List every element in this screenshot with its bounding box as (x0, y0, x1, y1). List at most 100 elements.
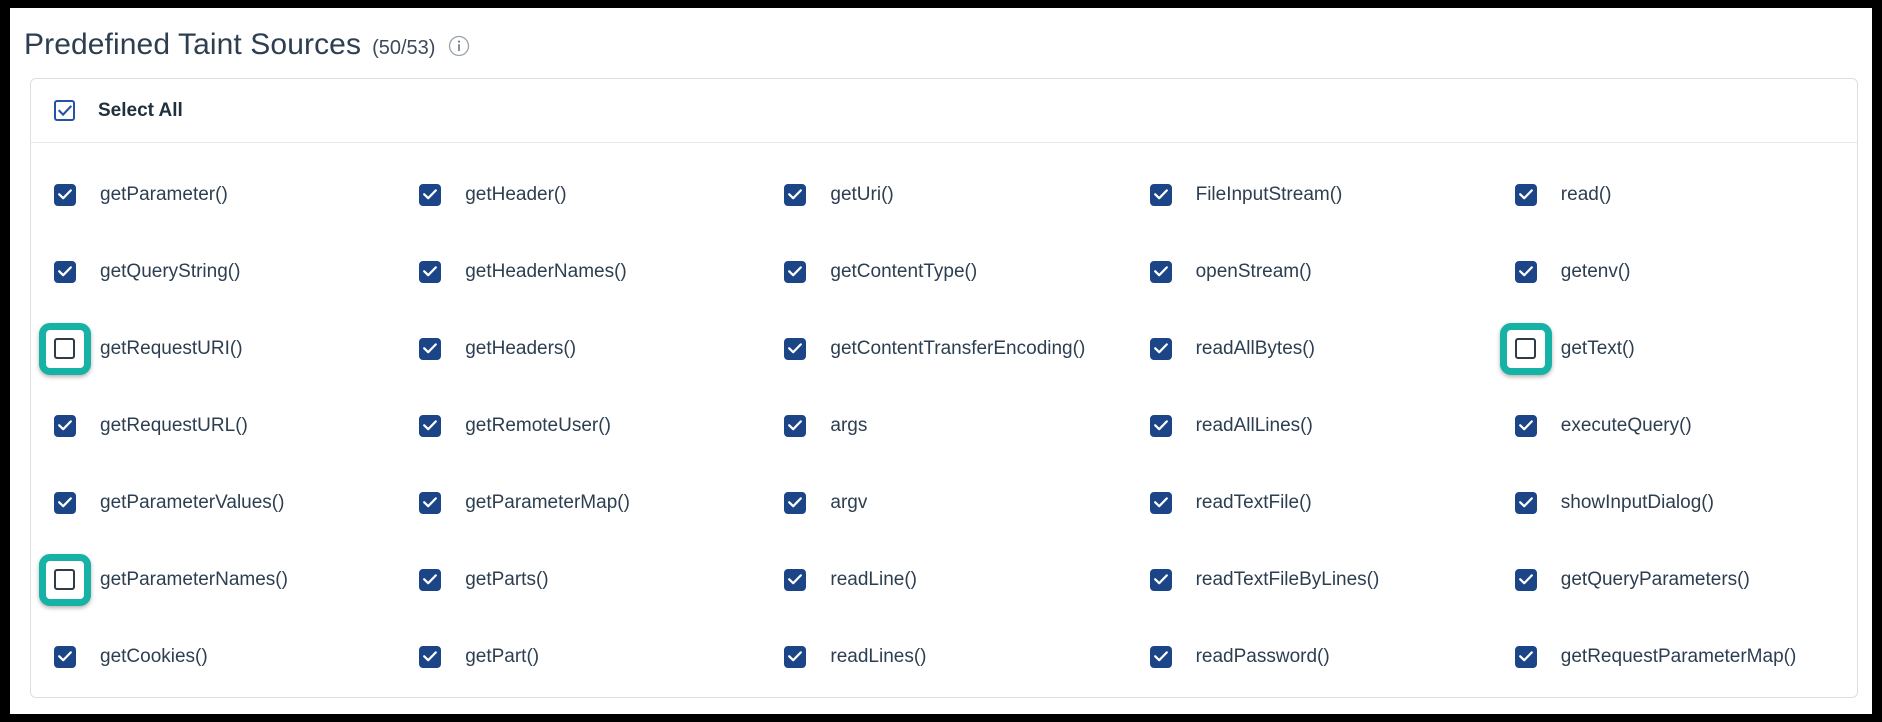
checkbox-checked[interactable] (784, 414, 807, 437)
checkbox-checked[interactable] (1514, 260, 1537, 283)
checkbox-checked[interactable] (419, 183, 442, 206)
checkbox-box (1149, 260, 1172, 283)
select-all-checkbox[interactable] (54, 100, 75, 121)
taint-source-item[interactable]: argv (761, 464, 1126, 541)
taint-source-item[interactable]: read() (1492, 156, 1857, 233)
taint-source-label: openStream() (1195, 260, 1312, 282)
taint-source-item[interactable]: getParts() (396, 541, 761, 618)
taint-source-item[interactable]: getUri() (761, 156, 1126, 233)
taint-source-item[interactable]: getParameterValues() (31, 464, 396, 541)
taint-source-item[interactable]: getRequestURL() (31, 387, 396, 464)
taint-source-item[interactable]: getPart() (396, 618, 761, 695)
taint-source-item[interactable]: FileInputStream() (1127, 156, 1492, 233)
taint-source-item[interactable]: readTextFile() (1127, 464, 1492, 541)
taint-source-label: readTextFile() (1195, 491, 1312, 513)
taint-source-item[interactable]: getHeaders() (396, 310, 761, 387)
taint-source-item[interactable]: readAllLines() (1127, 387, 1492, 464)
highlight-ring (1499, 322, 1552, 375)
taint-source-item[interactable]: openStream() (1127, 233, 1492, 310)
taint-source-label: getParameter() (100, 183, 228, 205)
checkbox-checked[interactable] (784, 260, 807, 283)
checkbox-checked[interactable] (419, 260, 442, 283)
checkbox-box (419, 183, 442, 206)
checkbox-box (1514, 183, 1537, 206)
checkbox-box (784, 568, 807, 591)
checkbox-checked[interactable] (1149, 491, 1172, 514)
checkbox-unchecked[interactable] (39, 322, 91, 375)
checkbox-unchecked[interactable] (39, 553, 91, 606)
checkbox-checked[interactable] (1514, 414, 1537, 437)
checkbox-box (419, 568, 442, 591)
taint-source-item[interactable]: getRequestParameterMap() (1492, 618, 1857, 695)
taint-source-item[interactable]: getRemoteUser() (396, 387, 761, 464)
checkbox-checked[interactable] (54, 414, 76, 437)
taint-sources-page: Predefined Taint Sources (50/53) Select … (10, 8, 1872, 714)
checkbox-checked[interactable] (1149, 414, 1172, 437)
checkbox-box (1514, 260, 1537, 283)
checkbox-checked[interactable] (784, 491, 807, 514)
taint-source-label: getText() (1560, 337, 1635, 359)
taint-source-label: getRemoteUser() (465, 414, 611, 436)
taint-source-label: getParameterValues() (100, 491, 285, 513)
taint-source-item[interactable]: args (761, 387, 1126, 464)
taint-source-label: getRequestParameterMap() (1560, 645, 1797, 667)
taint-source-item[interactable]: showInputDialog() (1492, 464, 1857, 541)
checkbox-checked[interactable] (1514, 491, 1537, 514)
checkbox-box (54, 645, 76, 668)
taint-source-label: readTextFileByLines() (1195, 568, 1380, 590)
checkbox-checked[interactable] (54, 183, 76, 206)
checkbox-checked[interactable] (419, 645, 442, 668)
checkbox-checked[interactable] (1514, 645, 1537, 668)
taint-source-item[interactable]: readLine() (761, 541, 1126, 618)
checkbox-checked[interactable] (419, 337, 442, 360)
taint-source-item[interactable]: getenv() (1492, 233, 1857, 310)
taint-source-item[interactable]: executeQuery() (1492, 387, 1857, 464)
taint-source-item[interactable]: getParameterMap() (396, 464, 761, 541)
taint-source-item[interactable]: getText() (1492, 310, 1857, 387)
page-title: Predefined Taint Sources (24, 28, 362, 61)
checkbox-checked[interactable] (1514, 568, 1537, 591)
checkbox-checked[interactable] (54, 260, 76, 283)
taint-source-item[interactable]: getQueryString() (31, 233, 396, 310)
checkbox-checked[interactable] (419, 568, 442, 591)
taint-source-item[interactable]: readTextFileByLines() (1127, 541, 1492, 618)
checkbox-checked[interactable] (784, 337, 807, 360)
taint-source-label: getHeaderNames() (465, 260, 627, 282)
checkbox-checked[interactable] (1149, 568, 1172, 591)
taint-source-item[interactable]: readAllBytes() (1127, 310, 1492, 387)
taint-source-label: readLines() (830, 645, 927, 667)
taint-source-item[interactable]: getContentTransferEncoding() (761, 310, 1126, 387)
taint-source-label: getQueryParameters() (1560, 568, 1750, 590)
checkbox-checked[interactable] (1149, 645, 1172, 668)
taint-source-item[interactable]: getQueryParameters() (1492, 541, 1857, 618)
taint-source-item[interactable]: getHeader() (396, 156, 761, 233)
taint-source-item[interactable]: getRequestURI() (31, 310, 396, 387)
checkbox-checked[interactable] (1149, 337, 1172, 360)
taint-source-item[interactable]: getContentType() (761, 233, 1126, 310)
checkbox-checked[interactable] (1514, 183, 1537, 206)
checkbox-checked[interactable] (1149, 183, 1172, 206)
info-circle-icon[interactable] (448, 35, 470, 57)
select-all-row[interactable]: Select All (31, 79, 1857, 143)
taint-source-item[interactable]: readLines() (761, 618, 1126, 695)
checkbox-checked[interactable] (54, 645, 76, 668)
checkbox-box (54, 568, 75, 590)
checkbox-checked[interactable] (784, 645, 807, 668)
taint-source-label: getCookies() (100, 645, 208, 667)
checkbox-box (1514, 645, 1537, 668)
taint-source-item[interactable]: getParameter() (31, 156, 396, 233)
taint-source-item[interactable]: getParameterNames() (31, 541, 396, 618)
taint-source-item[interactable]: getHeaderNames() (396, 233, 761, 310)
checkbox-checked[interactable] (1149, 260, 1172, 283)
checkbox-checked[interactable] (784, 568, 807, 591)
checkbox-checked[interactable] (54, 491, 76, 514)
taint-source-item[interactable]: getCookies() (31, 618, 396, 695)
taint-source-label: showInputDialog() (1560, 491, 1714, 513)
checkbox-checked[interactable] (784, 183, 807, 206)
checkbox-unchecked[interactable] (1499, 322, 1552, 375)
taint-source-label: readAllLines() (1195, 414, 1313, 436)
checkbox-checked[interactable] (419, 491, 442, 514)
checkbox-box (54, 414, 76, 437)
taint-source-item[interactable]: readPassword() (1127, 618, 1492, 695)
checkbox-checked[interactable] (419, 414, 442, 437)
